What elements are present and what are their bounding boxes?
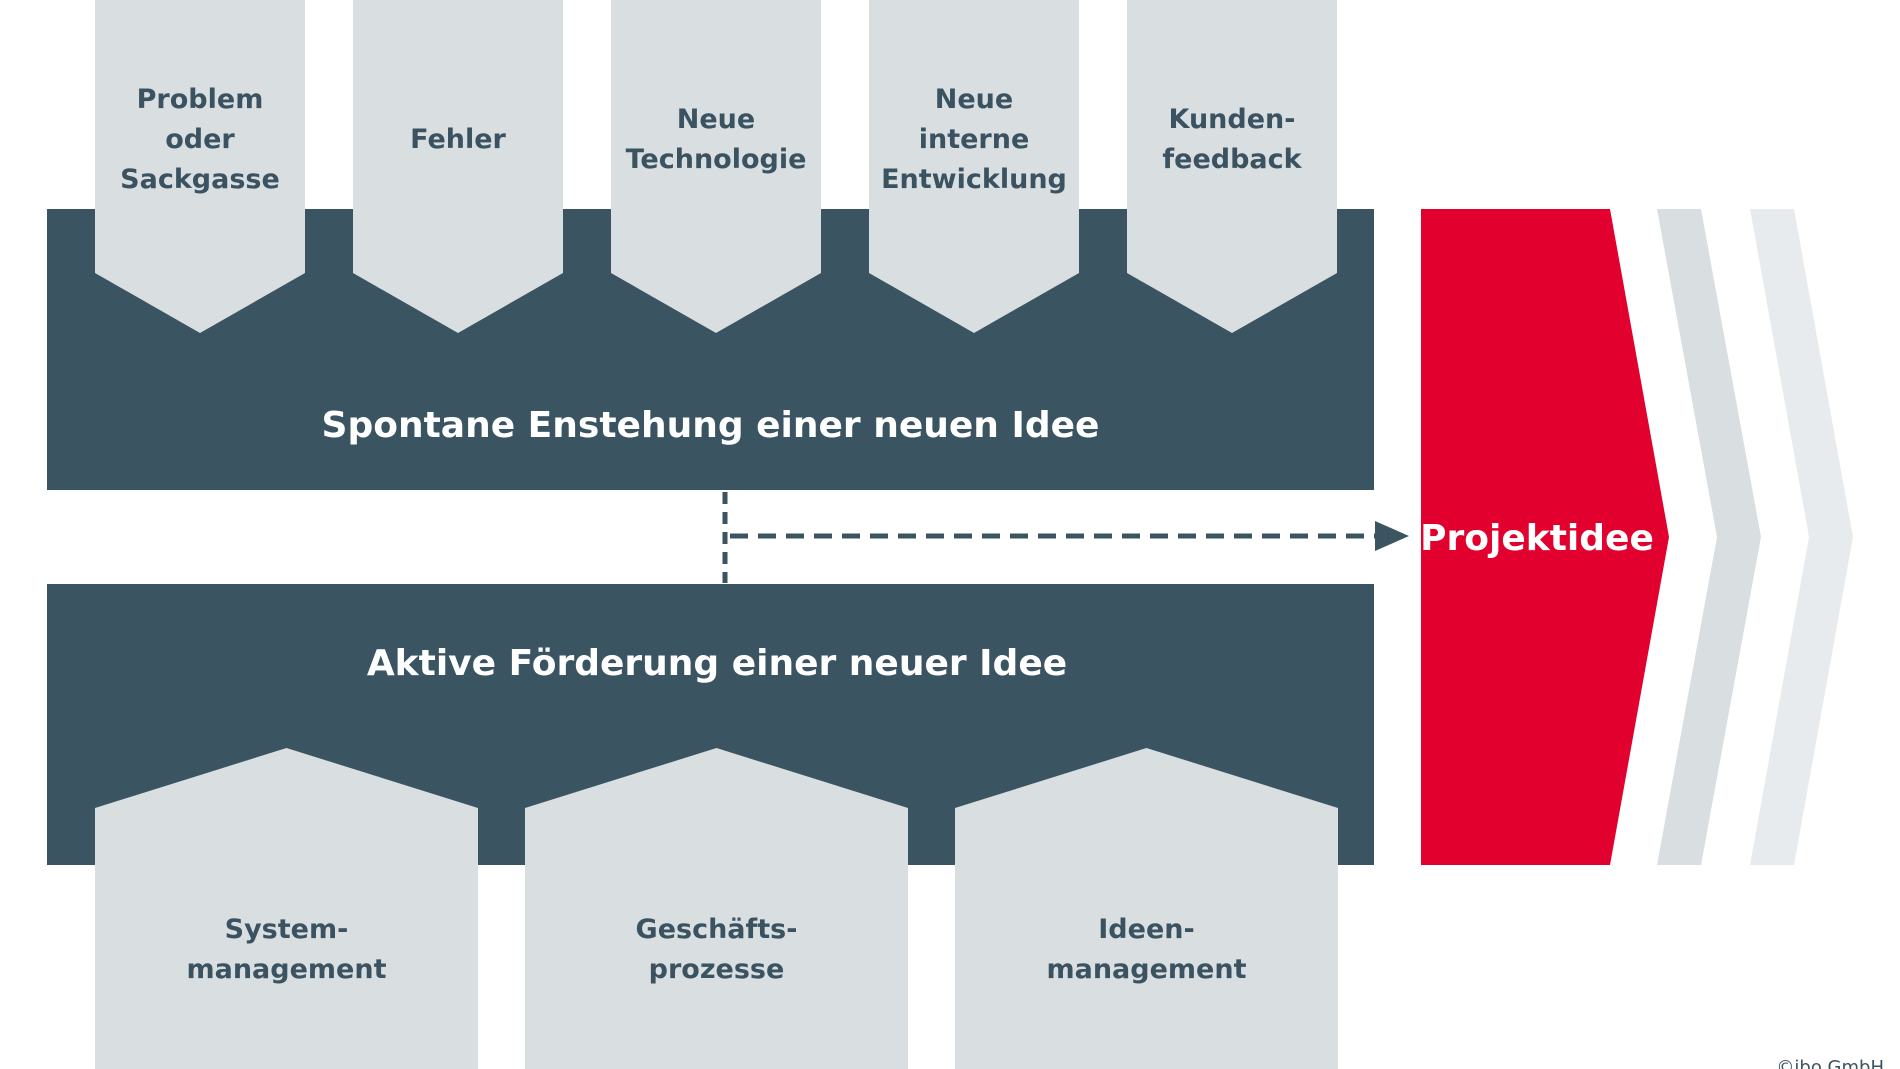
top-source-label: Problem oder Sackgasse <box>120 84 280 195</box>
connector-arrow <box>722 492 1409 583</box>
bottom-source-box <box>95 748 478 1069</box>
bottom-source-label: Geschäfts- prozesse <box>635 914 798 985</box>
top-source-box <box>869 0 1079 333</box>
bottom-source-box <box>525 748 908 1069</box>
top-source-label: Neue Technologie <box>625 104 807 175</box>
arrowhead-icon <box>1375 521 1409 551</box>
top-source-label: Kunden- feedback <box>1162 104 1302 175</box>
chevron-icon <box>1657 209 1761 865</box>
bottom-source-label: Ideen- management <box>1046 914 1247 985</box>
project-idea-arrow <box>1421 209 1669 865</box>
top-band-label: Spontane Enstehung einer neuen Idee <box>321 404 1100 446</box>
top-source-shapes <box>95 0 1337 333</box>
bottom-source-label: System- management <box>186 914 387 985</box>
project-idea-label: Projektidee <box>1420 517 1654 559</box>
top-source-label: Neue interne Entwicklung <box>881 84 1067 195</box>
bottom-band-label: Aktive Förderung einer neuer Idee <box>366 642 1068 684</box>
copyright-credit: ©ibo GmbH <box>1776 1057 1884 1069</box>
bottom-source-shapes <box>95 748 1338 1069</box>
top-source-box <box>95 0 305 333</box>
bottom-source-box <box>955 748 1338 1069</box>
top-source-box <box>353 0 563 333</box>
top-source-box <box>1127 0 1337 333</box>
top-source-label: Fehler <box>410 124 506 155</box>
chevron-icon <box>1750 209 1853 865</box>
top-source-box <box>611 0 821 333</box>
